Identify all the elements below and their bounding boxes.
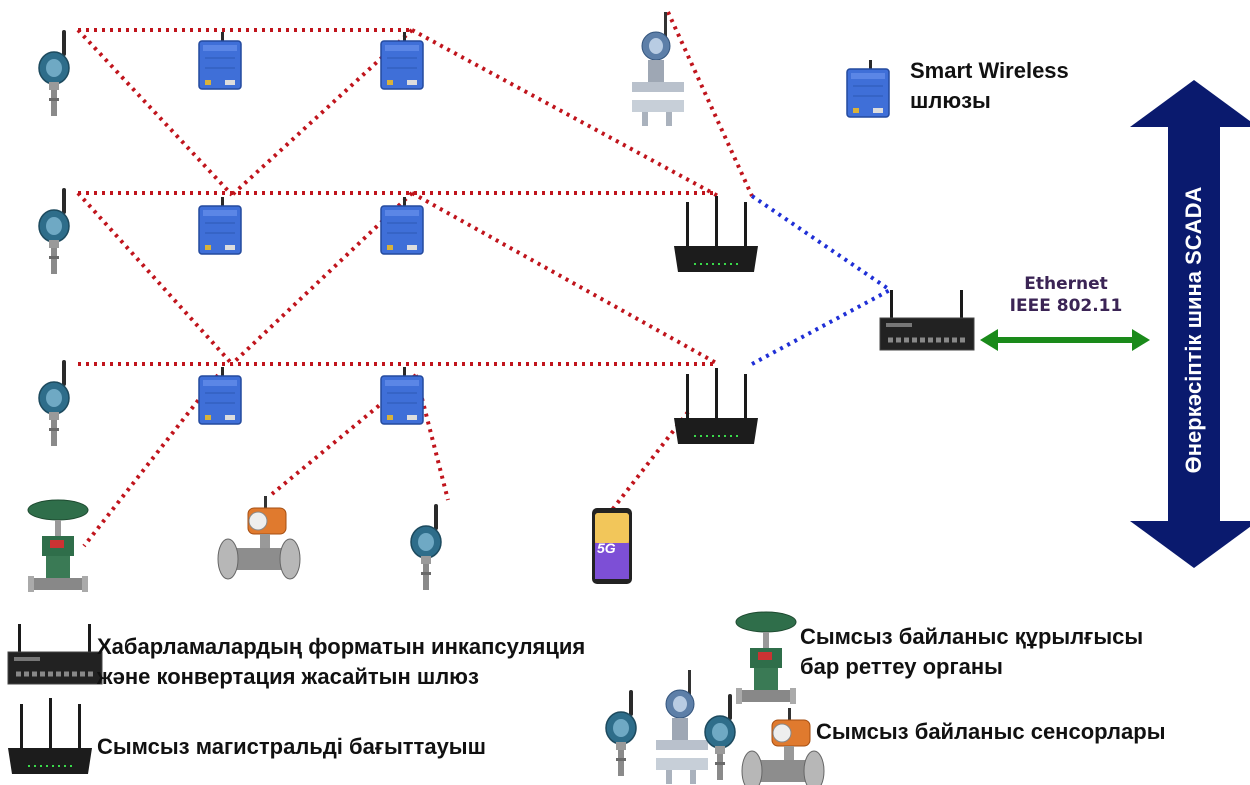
router-icon <box>673 367 759 445</box>
smartphone-icon <box>592 508 632 584</box>
gateway-module-icon <box>846 59 890 118</box>
legend-valve-line2: бар реттеу органы <box>800 654 1003 679</box>
mesh-link <box>411 28 719 198</box>
legend-protocol-gateway-line1: Хабарламалардың форматын инкапсуляция <box>97 634 586 659</box>
legend-router: Сымсыз магистральді бағыттауыш <box>97 734 486 759</box>
legend-sensors: Сымсыз байланыс сенсорлары <box>816 719 1166 744</box>
magnetic-flowmeter-icon <box>741 707 825 785</box>
ethernet-label: Ethernet IEEE 802.11 <box>988 273 1144 317</box>
gateway-module-icon <box>380 366 424 425</box>
mesh-link <box>76 28 234 197</box>
flow-meter-icon <box>655 669 709 785</box>
gateway-module-icon <box>198 366 242 425</box>
legend-protocol-gateway: Хабарламалардың форматын инкапсуляция жә… <box>97 632 585 692</box>
gateway-label: Smart Wireless шлюзы <box>910 56 1069 116</box>
control-valve-icon <box>27 499 89 593</box>
mesh-link <box>411 191 719 366</box>
magnetic-flowmeter-icon <box>217 495 301 580</box>
mesh-link <box>666 11 754 197</box>
backhaul-links <box>750 194 892 366</box>
protocol-gateway-icon <box>880 290 974 350</box>
router-icon <box>673 195 759 273</box>
gateway-module-icon <box>380 196 424 255</box>
scada-bus-label: Өнеркәсіптік шина SCADA <box>1181 186 1206 474</box>
mesh-link <box>82 373 220 548</box>
ethernet-label-line2: IEEE 802.11 <box>1009 296 1123 316</box>
gateway-module-icon <box>380 31 424 90</box>
backhaul-link <box>750 194 892 292</box>
transmitter-icon <box>410 503 442 591</box>
mesh-links <box>76 11 754 548</box>
gateway-label-line1: Smart Wireless <box>910 58 1069 83</box>
gateway-module-icon <box>198 31 242 90</box>
transmitter-icon <box>605 689 637 777</box>
transmitter-icon <box>38 29 70 117</box>
transmitter-icon <box>38 187 70 275</box>
protocol-gateway-icon <box>8 624 102 684</box>
gateway-module-icon <box>198 196 242 255</box>
mesh-link <box>414 374 450 501</box>
legend-protocol-gateway-line2: және конвертация жасайтын шлюз <box>97 664 479 689</box>
backhaul-link <box>751 288 891 366</box>
transmitter-icon <box>704 693 736 781</box>
legend-valve-line1: Сымсыз байланыс құрылғысы <box>800 624 1144 649</box>
ethernet-arrow <box>980 329 1150 351</box>
router-icon <box>7 697 93 775</box>
double-arrow-icon <box>1130 80 1250 568</box>
control-valve-icon <box>735 611 797 705</box>
phone-badge: 5G <box>597 540 616 556</box>
gateway-label-line2: шлюзы <box>910 88 991 113</box>
legend-valve: Сымсыз байланыс құрылғысы бар реттеу орг… <box>800 622 1143 682</box>
transmitter-icon <box>38 359 70 447</box>
ethernet-label-line1: Ethernet <box>1024 274 1108 294</box>
